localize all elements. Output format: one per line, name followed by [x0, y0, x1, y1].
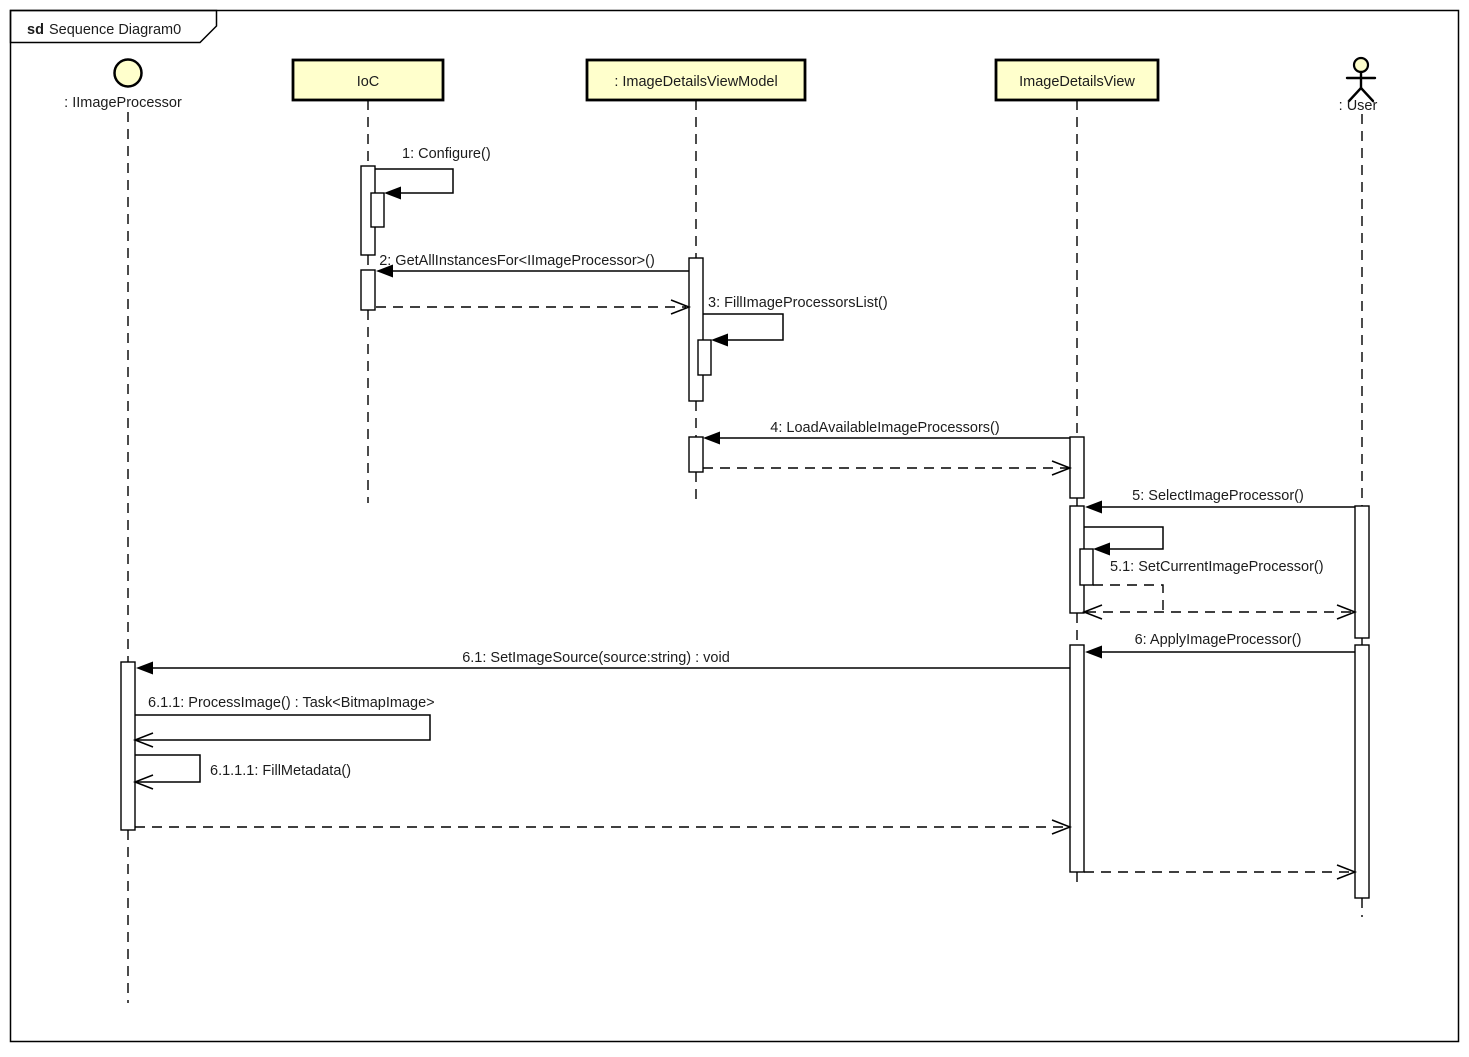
participant-box: [585, 58, 807, 102]
arrowhead-open: [1336, 604, 1358, 620]
arrowhead-filled: [376, 264, 393, 278]
arrowhead-filled: [1085, 645, 1102, 659]
frame-title: Sequence Diagram0: [49, 22, 181, 38]
arrowhead-open: [132, 732, 154, 748]
frame-border: [9, 9, 1460, 1043]
message-3-fillimageprocessorslist: 3: FillImageProcessorsList(): [703, 295, 888, 347]
participant-box: [994, 58, 1160, 102]
message-label: 6.1.1.1: FillMetadata(): [210, 763, 351, 779]
message-label: 1: Configure(): [402, 146, 491, 162]
arrowhead-filled: [703, 431, 720, 445]
lifelines: [127, 100, 1363, 1003]
message-6-1-1-processimage: 6.1.1: ProcessImage() : Task<BitmapImage…: [132, 695, 435, 748]
message-label: 6.1: SetImageSource(source:string) : voi…: [462, 650, 730, 666]
message-label: 6: ApplyImageProcessor(): [1135, 632, 1302, 648]
message-6-1-setimagesource: 6.1: SetImageSource(source:string) : voi…: [136, 650, 1070, 675]
activation-iimageprocessor: [120, 661, 136, 831]
message-label: 5.1: SetCurrentImageProcessor(): [1110, 559, 1324, 575]
participant-box: [291, 58, 445, 102]
participant-ioc: IoC: [291, 58, 445, 102]
message-label: 5: SelectImageProcessor(): [1132, 488, 1304, 504]
activation-ioc-configure-nested: [370, 192, 385, 228]
message-6-applyimageprocessor: 6: ApplyImageProcessor(): [1085, 632, 1355, 659]
message-label: 2: GetAllInstancesFor<IImageProcessor>(): [379, 253, 655, 269]
arrowhead-open: [132, 774, 154, 790]
message-label: 6.1.1: ProcessImage() : Task<BitmapImage…: [148, 695, 435, 711]
return-message-line: [1093, 584, 1164, 612]
participant-label: : IImageProcessor: [64, 95, 182, 111]
participant-user: : User: [1339, 56, 1378, 114]
activation-viewmodel-main: [688, 257, 704, 402]
arrowhead-open: [1336, 864, 1358, 880]
arrowhead-filled: [136, 661, 153, 675]
frame-keyword: sd: [27, 22, 44, 38]
message-label: 4: LoadAvailableImageProcessors(): [770, 420, 999, 436]
message-label: 3: FillImageProcessorsList(): [708, 295, 888, 311]
return-6-to-user: [1084, 864, 1358, 880]
message-5-1-setcurrentimageprocessor: 5.1: SetCurrentImageProcessor(): [1081, 526, 1324, 620]
participant-label: IoC: [357, 74, 380, 90]
arrowhead-filled: [1085, 500, 1102, 514]
activation-user-apply: [1354, 644, 1370, 899]
arrowhead-filled: [384, 186, 401, 200]
message-2-getallinstancesfor: 2: GetAllInstancesFor<IImageProcessor>(): [376, 253, 692, 315]
activation-user-select: [1354, 505, 1370, 639]
activation-viewmodel-fillprocessors-nested: [697, 339, 712, 376]
frame-title-tab: [9, 9, 218, 44]
arrowhead-filled: [1093, 542, 1110, 556]
activation-view-setcurrent-nested: [1079, 548, 1094, 586]
message-6-1-1-1-fillmetadata: 6.1.1.1: FillMetadata(): [132, 754, 351, 790]
participant-imagedetailsviewmodel: : ImageDetailsViewModel: [585, 58, 807, 102]
participant-label: : ImageDetailsViewModel: [614, 74, 777, 90]
message-4-loadavailableimageprocessors: 4: LoadAvailableImageProcessors(): [703, 420, 1073, 476]
return-6-1-to-view: [135, 819, 1073, 835]
participant-label: : User: [1339, 98, 1378, 114]
message-1-configure: 1: Configure(): [375, 146, 491, 200]
activation-view-applyprocessor: [1069, 644, 1085, 873]
activation-ioc-getallinstances: [360, 269, 376, 311]
arrowhead-open: [670, 299, 692, 315]
arrowhead-open: [1051, 460, 1073, 476]
arrowhead-open: [1081, 604, 1103, 620]
arrowhead-open: [1051, 819, 1073, 835]
participant-imagedetailsview: ImageDetailsView: [994, 58, 1160, 102]
interface-ball-icon: [113, 58, 143, 88]
participant-label: ImageDetailsView: [1019, 74, 1135, 90]
activation-viewmodel-loadprocessors: [688, 436, 704, 473]
message-5-selectimageprocessor: 5: SelectImageProcessor(): [1085, 488, 1355, 514]
diagram-frame: sd Sequence Diagram0: [9, 9, 1460, 1043]
activation-bars: [120, 165, 1370, 899]
participant-iimageprocessor: : IImageProcessor: [64, 58, 182, 111]
activation-view-loadprocessors: [1069, 436, 1085, 499]
actor-icon: [1345, 56, 1377, 103]
arrowhead-filled: [711, 333, 728, 347]
return-5-to-user: [1086, 604, 1358, 620]
